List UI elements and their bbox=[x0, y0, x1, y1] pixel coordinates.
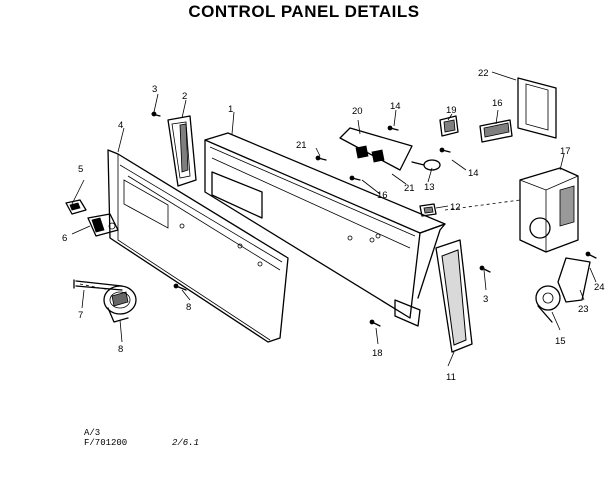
part-12-clip bbox=[419, 203, 437, 217]
callout-12: 12 bbox=[450, 202, 461, 213]
callout-19: 19 bbox=[446, 105, 457, 116]
callout-1: 1 bbox=[228, 104, 233, 115]
callout-14b: 14 bbox=[468, 168, 479, 179]
part-23-shield bbox=[557, 257, 591, 303]
part-4-front-panel bbox=[107, 149, 289, 343]
part-6-switch-block bbox=[87, 213, 119, 237]
alignment-lines bbox=[79, 199, 521, 291]
part-19-clip bbox=[439, 115, 459, 137]
callout-3a: 3 bbox=[152, 84, 157, 95]
callouts: 1 2 3 3 4 5 6 7 8 8 11 12 13 14 14 15 16… bbox=[62, 68, 605, 383]
callout-8a: 8 bbox=[186, 302, 191, 313]
callout-20: 20 bbox=[352, 106, 363, 117]
callout-24: 24 bbox=[594, 282, 605, 293]
part-13-lamp bbox=[411, 159, 441, 171]
callout-22: 22 bbox=[478, 68, 489, 79]
diagram-code-line1: A/3 bbox=[84, 428, 101, 438]
screws bbox=[151, 111, 597, 327]
part-11-side-trim bbox=[435, 239, 473, 353]
callout-8b: 8 bbox=[118, 344, 123, 355]
callout-3b: 3 bbox=[483, 294, 488, 305]
callout-14a: 14 bbox=[390, 101, 401, 112]
callout-5: 5 bbox=[78, 164, 83, 175]
callout-2: 2 bbox=[182, 91, 187, 102]
leader-lines bbox=[71, 71, 597, 367]
callout-17: 17 bbox=[560, 146, 571, 157]
callout-13: 13 bbox=[424, 182, 435, 193]
diagram-title: CONTROL PANEL DETAILS bbox=[188, 2, 420, 21]
part-20-switch-bracket bbox=[339, 127, 413, 171]
callout-18: 18 bbox=[372, 348, 383, 359]
callout-23: 23 bbox=[578, 304, 589, 315]
part-2-bracket bbox=[167, 115, 197, 187]
callout-11: 11 bbox=[446, 372, 456, 383]
part-8-knob bbox=[103, 285, 137, 323]
callout-21a: 21 bbox=[296, 140, 307, 151]
callout-21b: 21 bbox=[404, 183, 415, 194]
handwritten-note: 2/6.1 bbox=[172, 438, 200, 448]
callout-4: 4 bbox=[118, 120, 123, 131]
part-22-cover bbox=[517, 77, 557, 139]
part-15-timer bbox=[535, 285, 561, 323]
part-1-control-panel-body bbox=[204, 132, 446, 327]
part-16-connector bbox=[479, 119, 513, 143]
part-7-shaft bbox=[73, 279, 123, 291]
diagram-code-line2: F/701200 bbox=[84, 438, 128, 448]
callout-16b: 16 bbox=[377, 190, 388, 201]
callout-6: 6 bbox=[62, 233, 67, 244]
callout-7: 7 bbox=[78, 310, 83, 321]
callout-16a: 16 bbox=[492, 98, 503, 109]
callout-15: 15 bbox=[555, 336, 566, 347]
part-5-switch bbox=[65, 199, 87, 215]
part-17-control-box bbox=[519, 167, 579, 253]
